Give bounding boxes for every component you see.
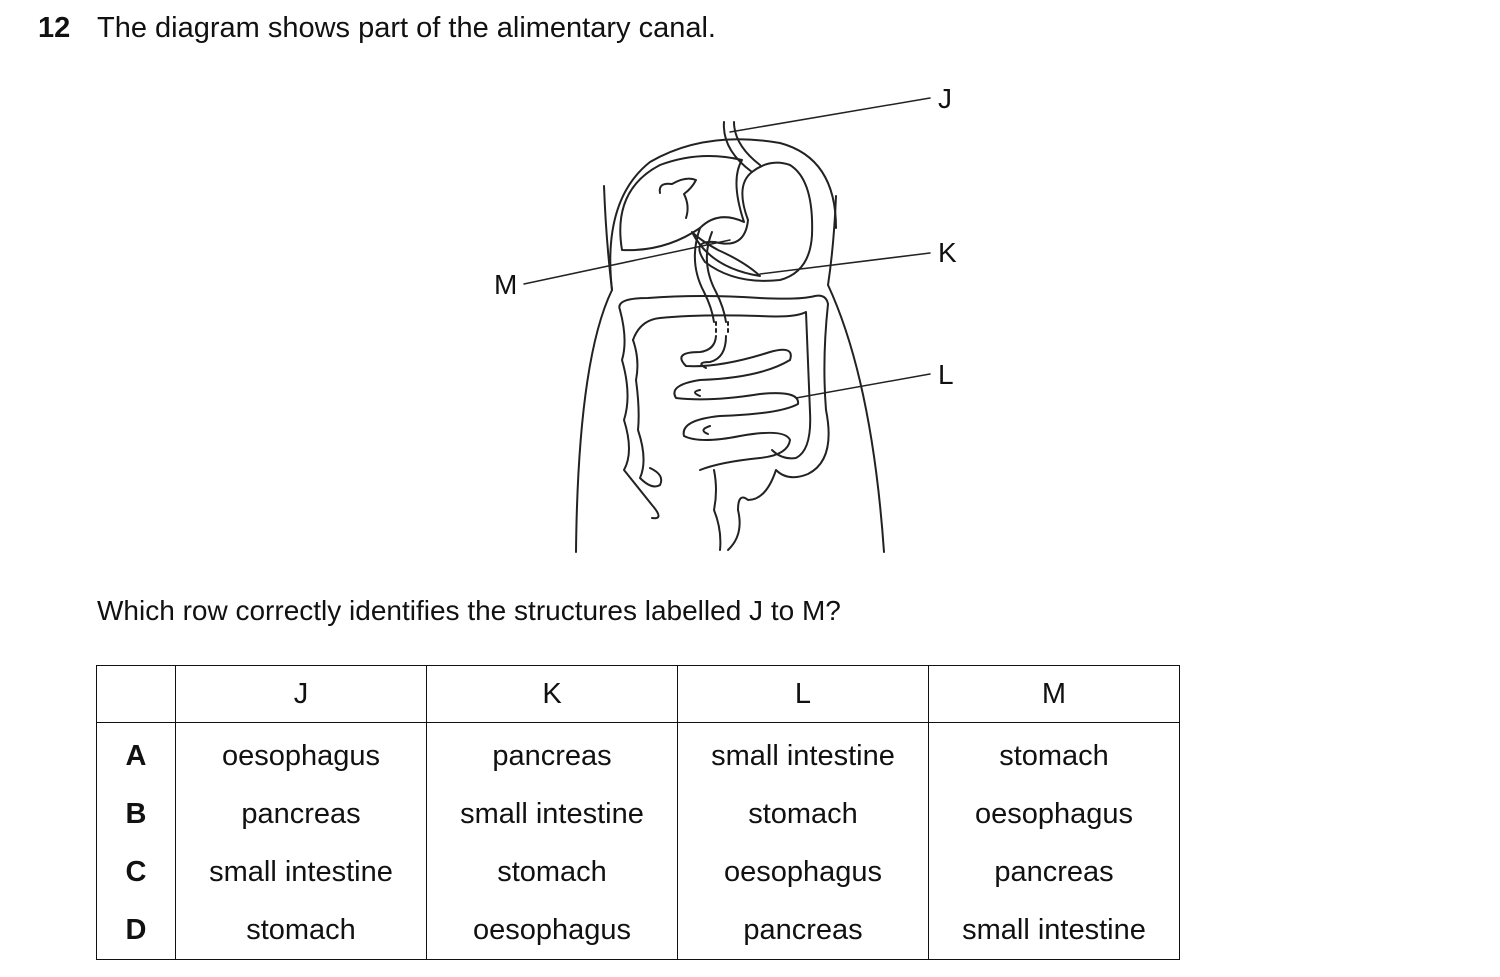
cell-l: stomach: [677, 785, 929, 843]
duodenum-dashes: [715, 321, 729, 337]
row-key: B: [96, 785, 176, 843]
label-line-j: [729, 97, 931, 133]
ascending-colon: [619, 309, 660, 520]
large-intestine: [618, 294, 830, 551]
table-header-row: J K L M: [96, 665, 1180, 723]
row-key: C: [96, 843, 176, 901]
duodenum-inner: [705, 231, 727, 323]
table-row[interactable]: A oesophagus pancreas small intestine st…: [96, 722, 1180, 785]
small-intestine: [673, 335, 800, 471]
cell-l: oesophagus: [677, 843, 929, 901]
liver: [619, 155, 745, 252]
table-row[interactable]: B pancreas small intestine stomach oesop…: [96, 785, 1180, 843]
label-m: M: [494, 269, 517, 300]
cell-k: oesophagus: [426, 901, 678, 960]
header-cell-blank: [96, 665, 176, 723]
question-text: The diagram shows part of the alimentary…: [97, 12, 716, 44]
cell-m: stomach: [928, 722, 1180, 785]
cell-j: oesophagus: [175, 722, 427, 785]
cell-l: pancreas: [677, 901, 929, 960]
gallbladder: [658, 177, 697, 219]
cell-k: stomach: [426, 843, 678, 901]
oesophagus: [722, 121, 753, 173]
cell-k: pancreas: [426, 722, 678, 785]
header-cell-l: L: [677, 665, 929, 723]
body-outline: [575, 185, 613, 553]
header-cell-m: M: [928, 665, 1180, 723]
body-outline-right: [827, 195, 885, 553]
row-key: D: [96, 901, 176, 960]
stomach: [698, 161, 814, 282]
rectum: [713, 469, 722, 551]
cell-j: small intestine: [175, 843, 427, 901]
label-line-m: [523, 239, 731, 285]
label-line-k: [759, 252, 931, 275]
ascending-colon-inner: [632, 339, 663, 488]
cell-m: oesophagus: [928, 785, 1180, 843]
table-row[interactable]: D stomach oesophagus pancreas small inte…: [96, 901, 1180, 960]
cell-m: pancreas: [928, 843, 1180, 901]
header-cell-k: K: [426, 665, 678, 723]
cell-m: small intestine: [928, 901, 1180, 960]
small-intestine-inner: [694, 335, 727, 435]
label-line-l: [795, 373, 931, 399]
cell-l: small intestine: [677, 722, 929, 785]
cell-j: stomach: [175, 901, 427, 960]
question-number: 12: [38, 12, 71, 44]
duodenum: [693, 227, 715, 323]
oesophagus-inner: [733, 121, 761, 166]
question-prompt: Which row correctly identifies the struc…: [97, 595, 841, 626]
header-cell-j: J: [175, 665, 427, 723]
label-k: K: [938, 237, 957, 268]
diaphragm: [609, 138, 837, 291]
label-l: L: [938, 359, 954, 390]
cell-j: pancreas: [175, 785, 427, 843]
cell-k: small intestine: [426, 785, 678, 843]
answer-options-table: J K L M A oesophagus pancreas small inte…: [96, 665, 1180, 960]
large-intestine-inner: [632, 311, 812, 460]
pancreas: [691, 231, 761, 277]
row-key: A: [96, 722, 176, 785]
label-j: J: [938, 83, 952, 114]
alimentary-canal-diagram: J K L M: [494, 83, 957, 553]
table-row[interactable]: C small intestine stomach oesophagus pan…: [96, 843, 1180, 901]
